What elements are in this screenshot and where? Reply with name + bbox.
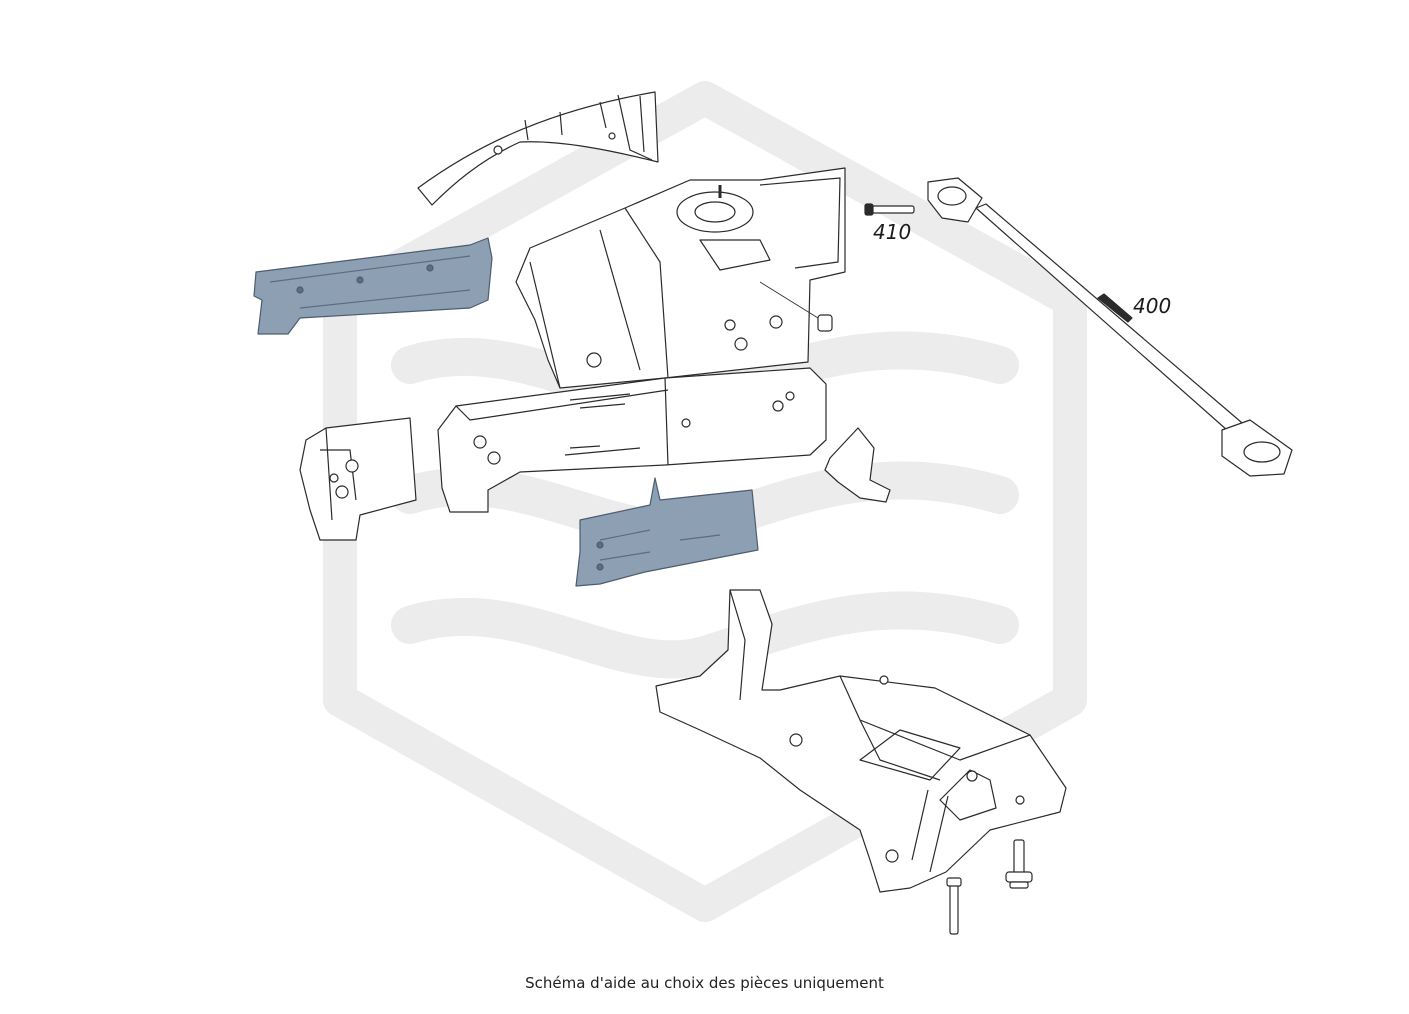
strut-brace-400[interactable] — [927, 177, 1293, 477]
wheel-arch-upper-panel[interactable] — [417, 91, 659, 206]
bolt-410[interactable] — [864, 203, 915, 216]
lower-rail-reinforcement-part[interactable] — [575, 477, 759, 587]
crash-box-bracket[interactable] — [299, 417, 417, 541]
callout-410-label: 410 — [873, 220, 912, 244]
front-inner-structure[interactable] — [515, 167, 846, 389]
front-side-member[interactable] — [437, 367, 827, 513]
inner-fender-rail-part[interactable] — [253, 237, 493, 335]
subframe-bolt-short[interactable] — [1005, 839, 1033, 889]
nut-part[interactable] — [759, 281, 833, 332]
diagram-caption: Schéma d'aide au choix des pièces unique… — [525, 974, 884, 992]
front-subframe[interactable] — [655, 589, 1067, 893]
callout-400-label: 400 — [1133, 294, 1172, 318]
rail-small-bracket[interactable] — [824, 427, 891, 503]
subframe-bolt-long[interactable] — [946, 877, 962, 935]
